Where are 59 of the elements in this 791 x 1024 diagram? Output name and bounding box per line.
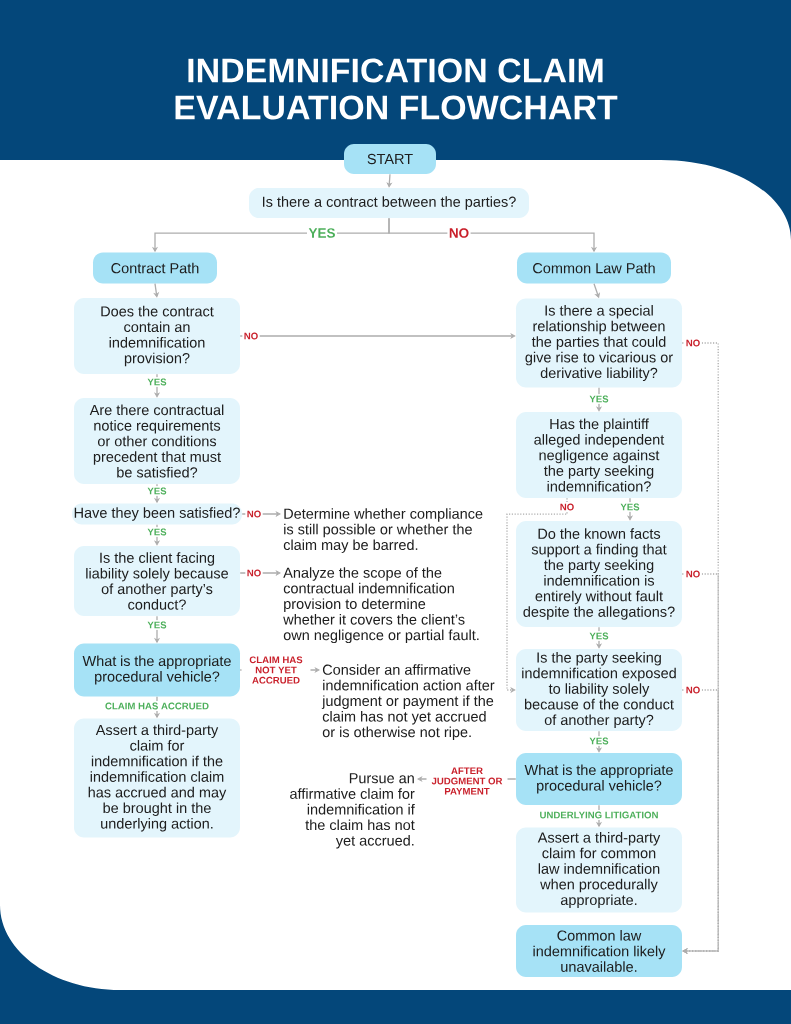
result-box: Common law indemnification likely unavailable. — [516, 925, 682, 977]
decision-box: What is the appropriate procedural vehicle? — [74, 643, 240, 697]
dotted-arrow — [681, 573, 719, 954]
dotted-arrow — [506, 497, 568, 693]
dotted-arrow — [681, 342, 719, 954]
decision-box: Is there a contract between the parties? — [249, 188, 529, 218]
path-box: Contract Path — [93, 252, 217, 284]
edge-label: CLAIM HAS NOT YET ACCRUED — [241, 654, 311, 686]
edge-label: YES — [587, 736, 611, 746]
edge-label: NO — [684, 569, 702, 579]
outcome-text: Pursue an affirmative claim for indemnification if the claim has not yet accrued. — [290, 773, 415, 849]
edge-label: YES — [587, 394, 611, 404]
decision-box: Has the plaintiff alleged independent negligence against the party seeking indemnification? — [516, 412, 682, 498]
edge-label: YES — [145, 377, 169, 387]
edge-label: NO — [447, 226, 471, 240]
arrow — [386, 173, 392, 188]
arrow — [593, 283, 600, 298]
decision-box: What is the appropriate procedural vehicle? — [516, 753, 682, 805]
arrow — [239, 333, 516, 339]
edge-label: YES — [145, 527, 169, 537]
arrow — [388, 217, 597, 252]
edge-label: NO — [684, 685, 702, 695]
edge-label: UNDERLYING LITIGATION — [538, 810, 660, 820]
arrow — [596, 804, 602, 827]
arrow — [596, 730, 602, 753]
edge-label: YES — [145, 620, 169, 630]
decision-box: Is the client facing liability solely because of another party’s conduct? — [74, 546, 240, 616]
edge-label: AFTER JUDGMENT OR PAYMENT — [426, 766, 508, 796]
edge-label: NO — [242, 331, 260, 341]
edge-label: YES — [587, 631, 611, 641]
outcome-text: Consider an affirmative indemnification action after judgment or payment if the claim has not yet accrued or is otherwise not ripe. — [321, 664, 495, 741]
decision-box: Is the party seeking indemnification exposed to liability solely because of the conduct of another party? — [516, 649, 682, 731]
edge-label: YES — [618, 502, 642, 512]
edge-label: NO — [245, 568, 263, 578]
action-box: Assert a third-party claim for common law indemnification when procedurally appropriate. — [516, 827, 682, 913]
arrow — [627, 497, 633, 521]
edge-label: NO — [684, 338, 702, 348]
arrow — [596, 387, 602, 412]
arrow — [154, 696, 160, 718]
arrow — [154, 283, 159, 298]
arrow — [596, 626, 602, 649]
dotted-arrow — [681, 689, 719, 954]
edge-label: NO — [558, 502, 576, 512]
title: INDEMNIFICATION CLAIM EVALUATION FLOWCHART — [175, 58, 618, 120]
decision-box: Are there contractual notice requirements or other conditions precedent that must be satisfied? — [74, 398, 240, 484]
outcome-text: Determine whether compliance is still possible or whether the claim may be barred. — [283, 508, 483, 553]
decision-box: Does the contract contain an indemnification provision? — [74, 298, 240, 374]
action-box: Assert a third-party claim for indemnification if the indemnification claim has accrued and may be brought in the underlying action. — [74, 718, 240, 838]
arrow — [154, 373, 160, 398]
decision-box: Have they been satisfied? — [72, 503, 242, 525]
decision-box: Is there a special relationship between the parties that could give rise to vicarious or derivative liability? — [516, 298, 682, 388]
edge-label: YES — [145, 486, 169, 496]
edge-label: CLAIM HAS ACCRUED — [103, 701, 211, 711]
outcome-text: Analyze the scope of the contractual indemnification provision to determine whether it covers the client’s own negligence or partial fault. — [283, 567, 479, 644]
edge-label: YES — [307, 226, 337, 240]
edge-label: NO — [245, 509, 263, 519]
start-box: START — [344, 144, 436, 174]
decision-box: Do the known facts support a finding that the party seeking indemnification is entirely without fault despite the allegations? — [516, 521, 682, 627]
path-box: Common Law Path — [517, 252, 671, 284]
